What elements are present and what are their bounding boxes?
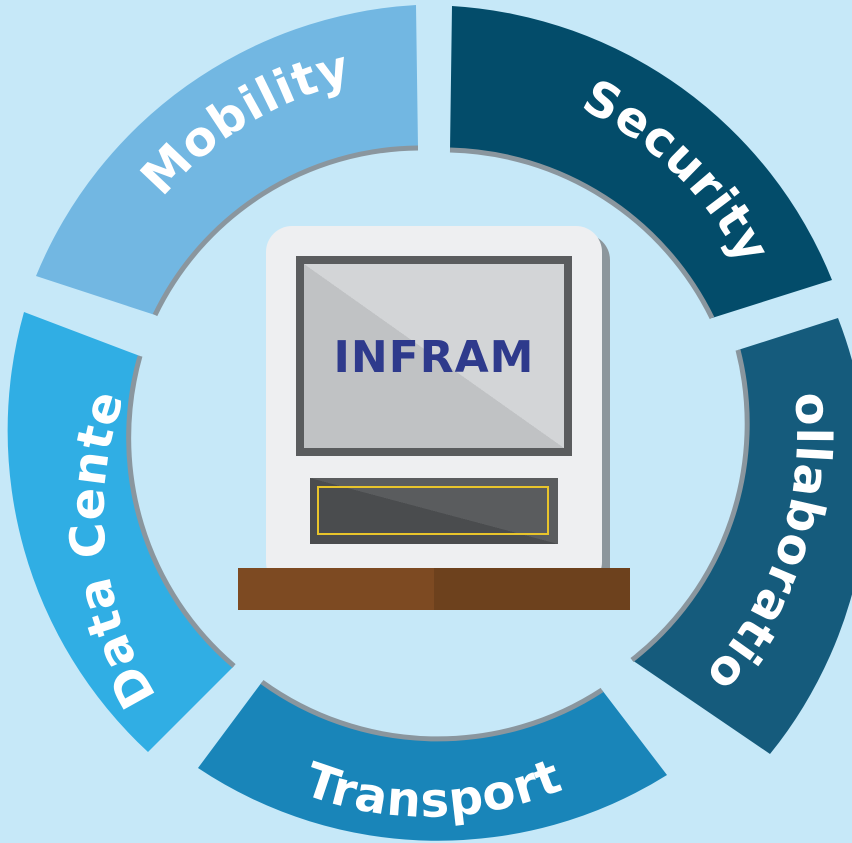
segment-mobility-shape xyxy=(36,5,418,315)
screen-frame xyxy=(296,256,572,456)
card-slot-highlight xyxy=(317,486,549,535)
segment-mobility-edge xyxy=(152,145,419,317)
segment-security-edge xyxy=(449,147,715,320)
screen-display xyxy=(304,264,564,448)
segment-collaboration-edge xyxy=(630,349,750,662)
terminal-base xyxy=(238,568,630,610)
segment-transport[interactable]: Transport xyxy=(198,679,667,841)
segment-transport-edge xyxy=(260,679,604,742)
segment-collaboration-shape xyxy=(632,318,852,754)
segment-data-center-edge xyxy=(126,355,236,668)
brand-logo-text: INFRAM xyxy=(334,332,535,383)
segment-transport-shape xyxy=(198,682,667,841)
segment-security-shape xyxy=(450,6,832,318)
terminal-base-shade xyxy=(434,568,630,610)
segment-data-center-shape xyxy=(7,312,235,752)
central-terminal: INFRAM xyxy=(238,226,630,610)
